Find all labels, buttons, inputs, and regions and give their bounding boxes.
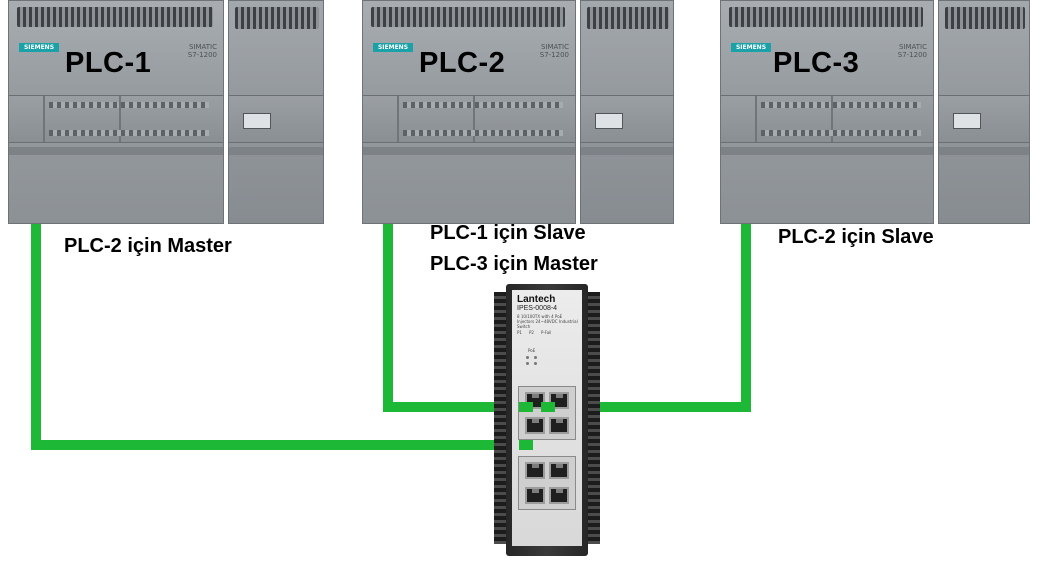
power-label-p1: P1 xyxy=(517,330,522,335)
heatsink-fins xyxy=(586,292,600,544)
sm-slot xyxy=(953,113,981,129)
io-band xyxy=(363,95,575,143)
status-led xyxy=(526,362,529,365)
siemens-logo: SIEMENS xyxy=(19,43,59,52)
power-label-p2: P2 xyxy=(529,330,534,335)
plc-2-unit: SIEMENS SIMATIC S7-1200 PLC-2 xyxy=(362,0,674,224)
rj45-port-icon xyxy=(549,462,569,479)
plc-1-unit: SIEMENS SIMATIC S7-1200 PLC-1 xyxy=(8,0,324,224)
vent-grille xyxy=(371,7,565,27)
switch-front-panel: Lantech IPES-0008-4 8 10/100TX with 4 Po… xyxy=(512,290,582,546)
link-plc2-horizontal xyxy=(383,402,529,412)
heatsink-fins xyxy=(494,292,508,544)
status-led xyxy=(534,362,537,365)
plc-1-title: PLC-1 xyxy=(65,47,152,79)
rj45-port-icon xyxy=(549,417,569,434)
siemens-logo: SIEMENS xyxy=(731,43,771,52)
plc-3-signal-module xyxy=(938,0,1030,224)
plc-2-title: PLC-2 xyxy=(419,47,506,79)
port-block-1 xyxy=(518,386,576,440)
vent-grille xyxy=(17,7,213,27)
plc-3-cpu-module: SIEMENS SIMATIC S7-1200 PLC-3 xyxy=(720,0,934,224)
plc-2-role-caption-line2: PLC-3 için Master xyxy=(430,253,598,275)
simatic-label: SIMATIC S7-1200 xyxy=(187,43,217,59)
port-block-2 xyxy=(518,456,576,510)
vent-grille xyxy=(235,7,319,29)
io-band xyxy=(721,95,933,143)
rj45-port-icon xyxy=(525,487,545,504)
link-plug-plc1 xyxy=(519,440,533,450)
switch-body: Lantech IPES-0008-4 8 10/100TX with 4 Po… xyxy=(506,284,588,556)
vent-grille xyxy=(729,7,923,27)
link-plc3-horizontal xyxy=(541,402,751,412)
plc-1-cpu-module: SIEMENS SIMATIC S7-1200 PLC-1 xyxy=(8,0,224,224)
switch-model: IPES-0008-4 xyxy=(517,305,558,312)
plc-3-role-caption: PLC-2 için Slave xyxy=(778,226,934,248)
vent-grille xyxy=(945,7,1025,29)
plc-3-title: PLC-3 xyxy=(773,47,860,79)
plc-1-role-caption: PLC-2 için Master xyxy=(64,235,232,257)
status-led xyxy=(526,356,529,359)
plc-2-cpu-module: SIEMENS SIMATIC S7-1200 PLC-2 xyxy=(362,0,576,224)
vent-grille xyxy=(587,7,669,29)
simatic-label: SIMATIC S7-1200 xyxy=(539,43,569,59)
link-plc2-vertical xyxy=(383,222,393,412)
plc-3-unit: SIEMENS SIMATIC S7-1200 PLC-3 xyxy=(720,0,1030,224)
rj45-port-icon xyxy=(525,462,545,479)
link-plc1-horizontal xyxy=(31,440,527,450)
link-plc3-vertical xyxy=(741,222,751,412)
link-plug-plc3 xyxy=(541,402,555,412)
link-plug-plc2 xyxy=(519,402,533,412)
rj45-port-icon xyxy=(549,487,569,504)
link-plc1-vertical xyxy=(31,222,41,450)
sm-slot xyxy=(595,113,623,129)
plc-1-signal-module xyxy=(228,0,324,224)
simatic-label: SIMATIC S7-1200 xyxy=(897,43,927,59)
status-led xyxy=(534,356,537,359)
io-band xyxy=(9,95,223,143)
plc-2-signal-module xyxy=(580,0,674,224)
ethernet-switch-icon: Lantech IPES-0008-4 8 10/100TX with 4 Po… xyxy=(494,284,600,556)
rj45-port-icon xyxy=(525,417,545,434)
siemens-logo: SIEMENS xyxy=(373,43,413,52)
switch-description: 8 10/100TX with 4 PoE Injectors 24~48VDC… xyxy=(517,314,578,329)
poe-label: PoE xyxy=(528,348,536,353)
switch-brand: Lantech xyxy=(517,294,556,305)
power-label-pfail: P-Fail xyxy=(541,330,552,335)
plc-2-role-caption-line1: PLC-1 için Slave xyxy=(430,222,586,244)
sm-slot xyxy=(243,113,271,129)
